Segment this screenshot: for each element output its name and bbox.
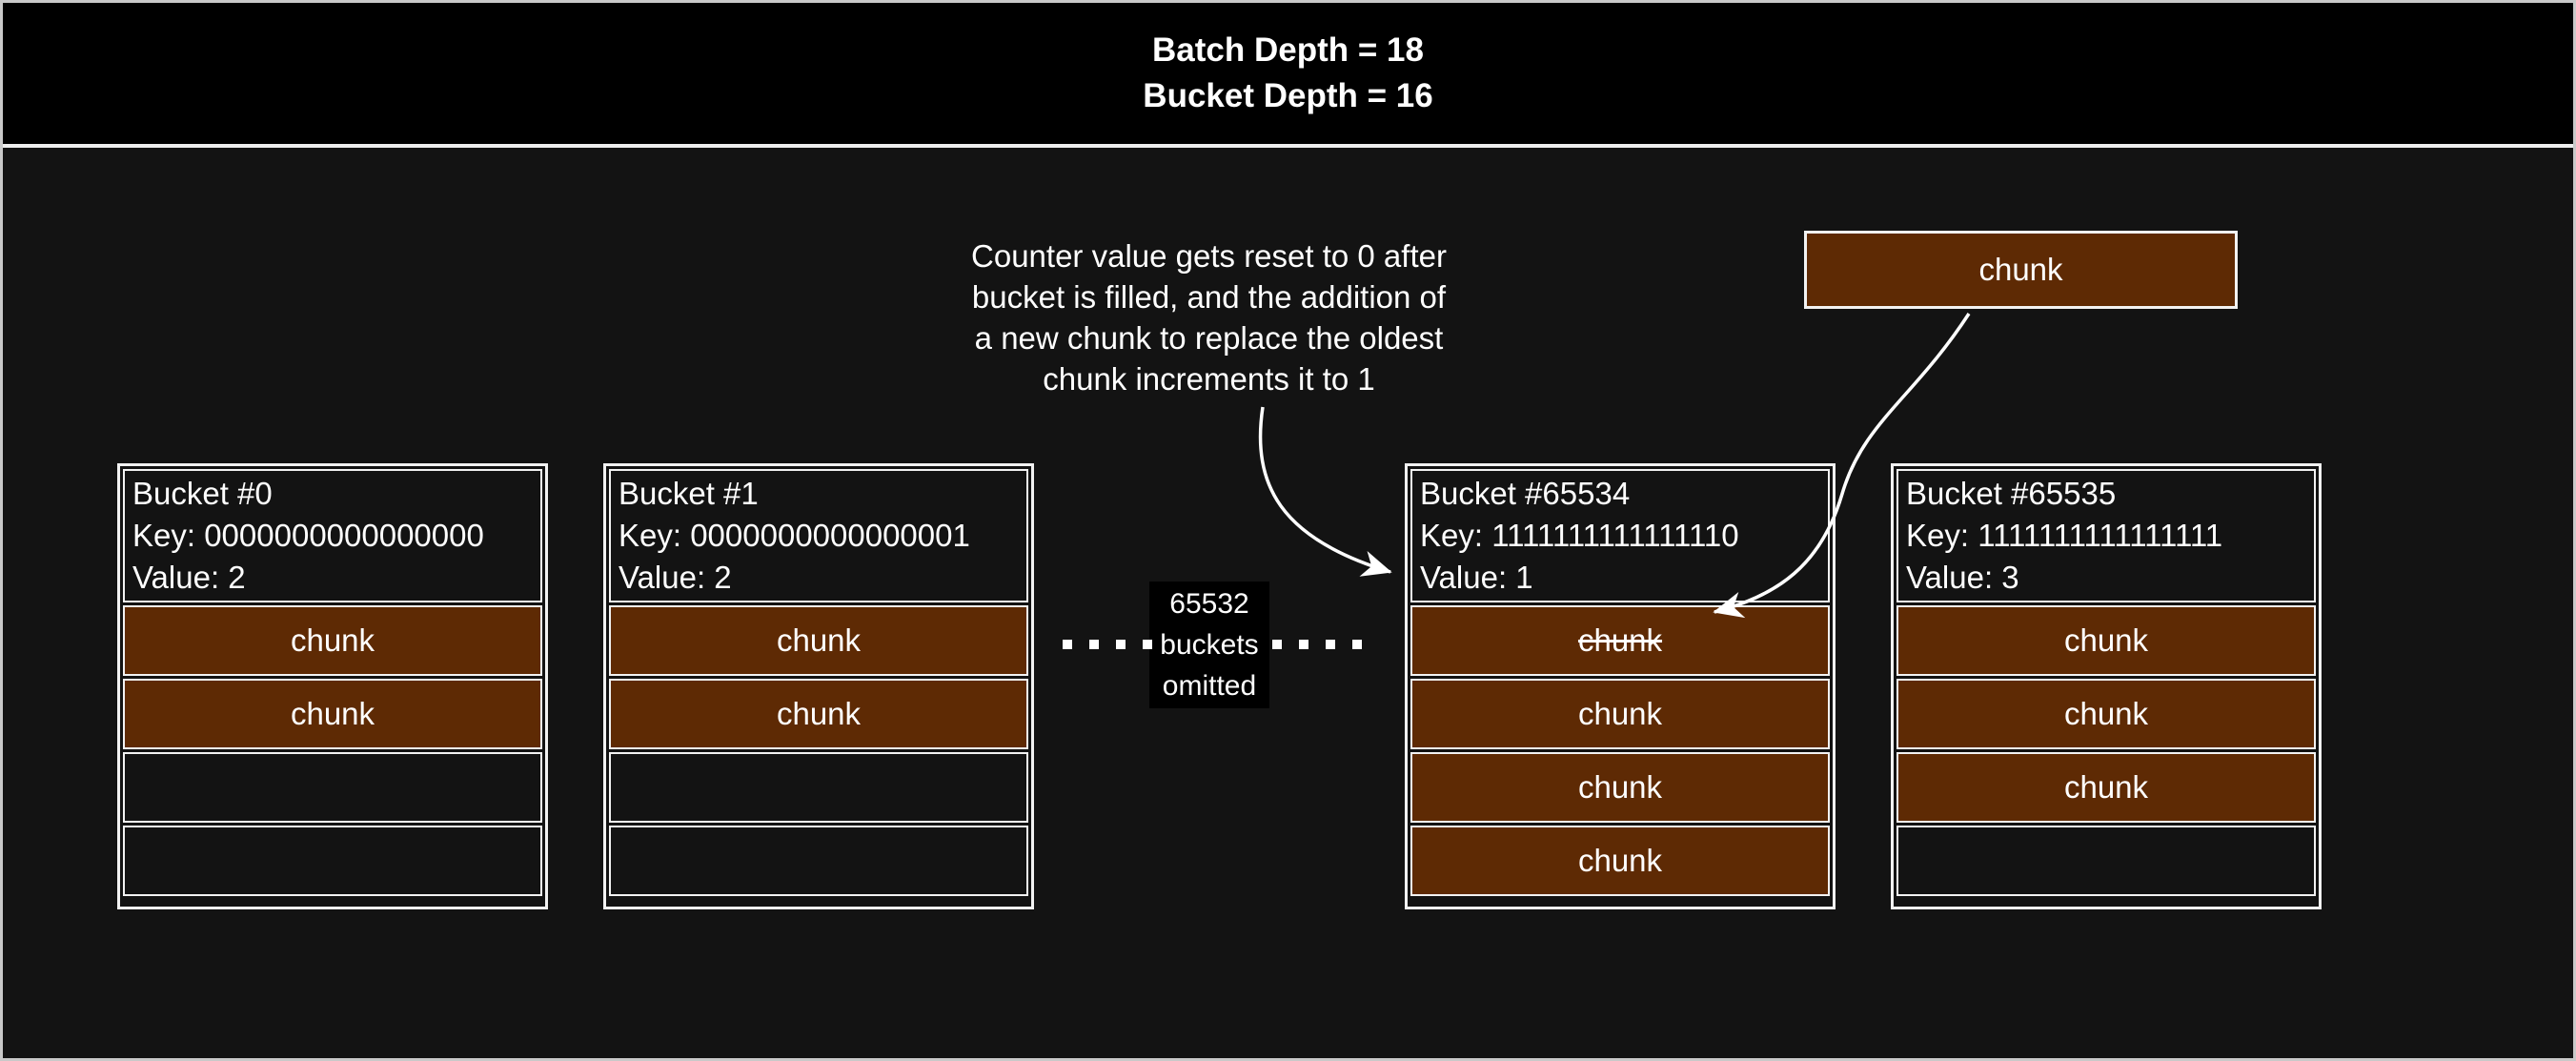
bucket-key: Key: 0000000000000001 xyxy=(619,518,970,553)
annotation-text: Counter value gets reset to 0 after buck… xyxy=(897,235,1521,399)
chunk-label: chunk xyxy=(290,696,375,731)
dot xyxy=(1063,640,1072,649)
dot xyxy=(1116,640,1126,649)
chunk-row: chunk xyxy=(123,605,542,676)
omitted-line: buckets xyxy=(1160,629,1259,661)
bucket-key: Key: 1111111111111111 xyxy=(1906,518,2223,553)
header-divider xyxy=(3,144,2573,148)
chunk-label: chunk xyxy=(2063,622,2149,658)
chunk-label: chunk xyxy=(776,696,862,731)
chunk-label: chunk xyxy=(1577,769,1663,805)
omitted-line: omitted xyxy=(1162,670,1257,702)
empty-row xyxy=(609,752,1028,823)
bucket-value: Value: 2 xyxy=(132,560,246,595)
arrow-annotation-to-bucket xyxy=(1258,406,1392,577)
chunk-row: chunk xyxy=(1897,605,2316,676)
bucket-value: Value: 2 xyxy=(619,560,732,595)
omitted-label: 65532 buckets omitted xyxy=(1149,582,1269,708)
chunk-label: chunk xyxy=(1577,696,1663,731)
annotation-line: a new chunk to replace the oldest xyxy=(974,320,1444,356)
empty-row xyxy=(123,826,542,896)
bucket-title: Bucket #65534 xyxy=(1420,476,1631,511)
empty-row xyxy=(609,826,1028,896)
bucket-key: Key: 0000000000000000 xyxy=(132,518,484,553)
annotation-line: bucket is filled, and the addition of xyxy=(971,279,1447,315)
empty-row xyxy=(123,752,542,823)
chunk-label: chunk xyxy=(1978,252,2063,287)
bucket-value: Value: 1 xyxy=(1420,560,1533,595)
dot xyxy=(1143,640,1152,649)
annotation-line: Counter value gets reset to 0 after xyxy=(971,238,1447,274)
chunk-label: chunk xyxy=(2063,696,2149,731)
empty-row xyxy=(1897,826,2316,896)
chunk-row: chunk xyxy=(1897,752,2316,823)
bucket-key: Key: 1111111111111110 xyxy=(1420,518,1739,553)
dot xyxy=(1089,640,1099,649)
dot xyxy=(1352,640,1362,649)
chunk-row: chunk xyxy=(1410,605,1830,676)
chunk-label: chunk xyxy=(1577,843,1663,878)
chunk-row: chunk xyxy=(609,679,1028,749)
chunk-row: chunk xyxy=(1410,752,1830,823)
title-bar: Batch Depth = 18 Bucket Depth = 16 xyxy=(3,3,2573,144)
bucket-depth-label: Bucket Depth = 16 xyxy=(1143,77,1433,114)
dot xyxy=(1299,640,1308,649)
omitted-line: 65532 xyxy=(1169,588,1249,620)
dot xyxy=(1326,640,1335,649)
chunk-row: chunk xyxy=(1410,679,1830,749)
dot xyxy=(1272,640,1282,649)
bucket-title: Bucket #0 xyxy=(132,476,273,511)
bucket-value: Value: 3 xyxy=(1906,560,2019,595)
chunk-label: chunk xyxy=(2063,769,2149,805)
bucket-title: Bucket #1 xyxy=(619,476,759,511)
chunk-label: chunk xyxy=(776,622,862,658)
chunk-row: chunk xyxy=(123,679,542,749)
floating-chunk-box: chunk xyxy=(1804,231,2238,309)
chunk-row: chunk xyxy=(609,605,1028,676)
annotation-line: chunk increments it to 1 xyxy=(1043,361,1375,397)
chunk-row: chunk xyxy=(1410,826,1830,896)
ellipsis-dots-right xyxy=(1272,640,1362,649)
chunk-label: chunk xyxy=(1577,622,1663,658)
chunk-label: chunk xyxy=(290,622,375,658)
ellipsis-dots-left xyxy=(1063,640,1152,649)
bucket-title: Bucket #65535 xyxy=(1906,476,2117,511)
chunk-row: chunk xyxy=(1897,679,2316,749)
batch-depth-label: Batch Depth = 18 xyxy=(1152,31,1424,69)
